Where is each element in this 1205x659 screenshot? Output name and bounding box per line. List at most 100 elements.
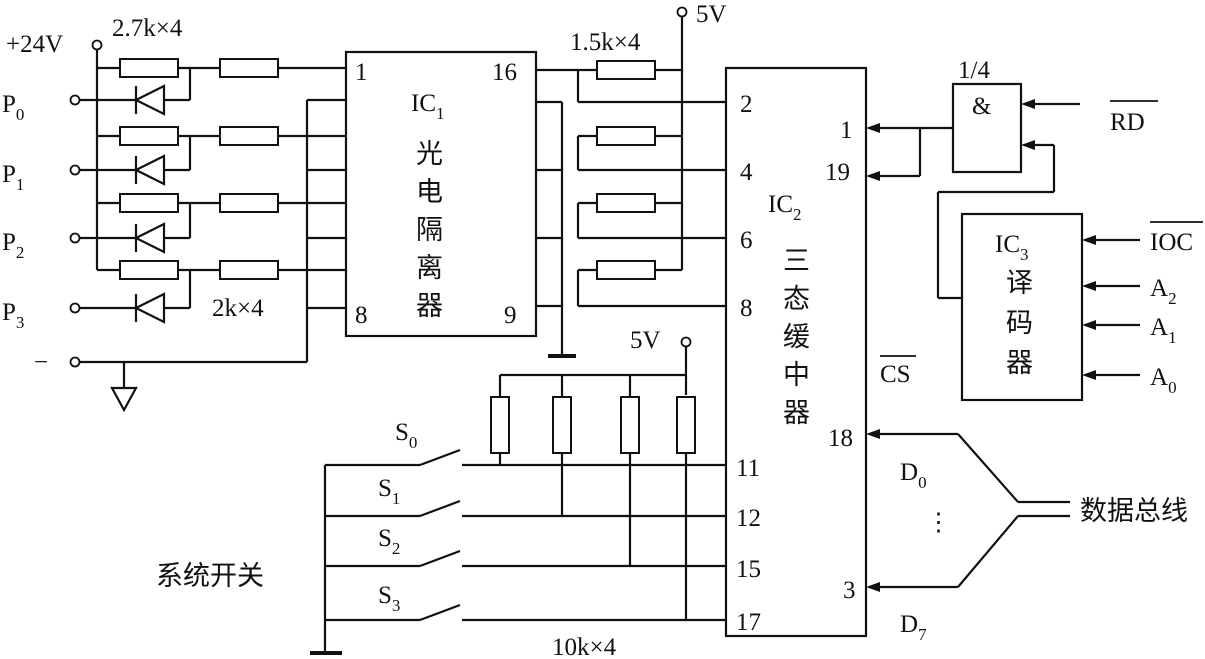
ic3-char-2: 器: [1006, 348, 1033, 379]
ic2-char-3: 中: [783, 360, 810, 391]
ic2-title: IC2: [768, 191, 802, 224]
v24-label: +24V: [6, 31, 63, 58]
resistor-input-3: [119, 260, 179, 280]
switch-s1: [419, 499, 461, 518]
input-terminal-p3: [69, 302, 81, 314]
r-in-label: 2.7k×4: [112, 15, 183, 42]
ic2-pin-4: 4: [740, 159, 753, 186]
v5-mid-terminal: [680, 336, 692, 348]
ic2-pin-15: 15: [736, 556, 761, 583]
ioc-label: IOC: [1150, 229, 1193, 256]
input-terminal-p1: [69, 164, 81, 176]
minus-label: −: [34, 349, 48, 376]
address-a1-label: A1: [1150, 314, 1177, 347]
data-bus-label: 数据总线: [1080, 496, 1188, 527]
pullup-resistor-0: [490, 396, 510, 454]
ic2-pin-17: 17: [736, 609, 761, 636]
ic1-pin-16: 16: [492, 59, 517, 86]
v5-top-label: 5V: [696, 1, 727, 28]
switch-section: 5V S0 S1 S2 S3 系统: [156, 327, 726, 659]
ground-symbol-left: [110, 386, 138, 413]
switch-s0-label: S0: [395, 419, 417, 452]
pullup-resistor-3: [676, 396, 696, 454]
and-gate: [951, 82, 1023, 174]
ic1-pin-9: 9: [504, 302, 517, 329]
input-p0-label: P0: [2, 91, 24, 124]
input-terminal-p2: [69, 232, 81, 244]
diode-0: [133, 84, 166, 116]
switch-s3: [419, 603, 461, 622]
data-bus-dots: ⋮: [926, 509, 951, 536]
r-mid-label: 2k×4: [212, 295, 264, 322]
pullup-resistor-2: [620, 396, 640, 454]
ic1-optocoupler: 1 8 16 9 IC1 光 电 隔 离 器: [344, 50, 538, 338]
r-sw-label: 10k×4: [552, 634, 617, 659]
ic1-char-1: 电: [416, 177, 443, 208]
switch-s3-label: S3: [378, 582, 400, 615]
pullup-resistor-1: [552, 396, 572, 454]
ic2-char-2: 缓: [783, 322, 810, 353]
switch-s2-label: S2: [378, 525, 400, 558]
resistor-out-0: [596, 60, 656, 80]
input-p2-label: P2: [2, 229, 24, 262]
address-a2-label: A2: [1150, 275, 1177, 308]
input-p3-label: P3: [2, 299, 24, 332]
system-switch-label: 系统开关: [156, 561, 264, 592]
resistor-mid-2: [219, 193, 279, 213]
resistor-mid-1: [219, 126, 279, 146]
diode-1: [133, 154, 166, 186]
ic2-char-1: 态: [783, 284, 810, 315]
input-section: +24V 2.7k×4 P0 P1: [2, 15, 346, 413]
ic2-char-0: 三: [783, 246, 810, 277]
ic2-tristate-buffer: 2 4 6 8 11 12 15 17 1 19 18 3 IC2 三 态 缓 …: [724, 66, 868, 638]
diode-3: [133, 292, 166, 324]
ic3-char-0: 译: [1006, 268, 1033, 299]
resistor-mid-0: [219, 58, 279, 78]
switch-s1-label: S1: [378, 475, 400, 508]
data-line-d0-label: D0: [900, 459, 927, 492]
resistor-input-1: [119, 126, 179, 146]
input-terminal-p0: [69, 94, 81, 106]
ic2-pin-6: 6: [740, 227, 753, 254]
ic1-pin-1: 1: [355, 59, 368, 86]
switch-s0: [419, 448, 461, 467]
ic2-pin-12: 12: [736, 505, 761, 532]
ic1-title: IC1: [411, 90, 445, 123]
data-bus-section: CS 数据总线 D0 ⋮ D7: [866, 355, 1188, 644]
resistor-out-2: [596, 193, 656, 213]
ic2-char-4: 器: [783, 398, 810, 429]
resistor-mid-3: [219, 260, 279, 280]
ic2-pin-11: 11: [736, 455, 760, 482]
ic1-pin-8: 8: [355, 302, 368, 329]
v24-terminal: [91, 39, 103, 51]
ic3-char-1: 码: [1006, 308, 1033, 339]
output-section: 5V 1.5k×4: [536, 1, 727, 358]
ic2-pin-3: 3: [843, 577, 856, 604]
ic1-char-4: 器: [416, 291, 443, 322]
ic1-char-2: 隔: [416, 215, 443, 246]
ic3-title: IC3: [995, 231, 1029, 264]
input-p1-label: P1: [2, 161, 24, 194]
ic2-pin-18: 18: [828, 425, 853, 452]
ic1-char-0: 光: [416, 139, 443, 170]
diode-2: [133, 222, 166, 254]
data-line-d7-label: D7: [900, 611, 927, 644]
ic1-char-3: 离: [416, 253, 443, 284]
v5-mid-label: 5V: [630, 327, 661, 354]
minus-terminal: [69, 356, 81, 368]
resistor-out-3: [596, 260, 656, 280]
gate-fraction-label: 1/4: [958, 57, 990, 84]
ic3-decoder: IC3 译 码 器 IOC A2 A1 A0: [960, 212, 1203, 402]
resistor-out-1: [596, 126, 656, 146]
rd-label: RD: [1110, 109, 1145, 136]
ic2-pin-19: 19: [825, 159, 850, 186]
resistor-input-0: [119, 58, 179, 78]
r-out-label: 1.5k×4: [570, 29, 641, 56]
cs-label: CS: [880, 361, 911, 388]
and-gate-symbol: &: [972, 93, 991, 120]
switch-s2: [419, 549, 461, 568]
ic2-pin-1: 1: [840, 117, 853, 144]
address-a0-label: A0: [1150, 364, 1177, 397]
v5-top-terminal: [676, 6, 688, 18]
